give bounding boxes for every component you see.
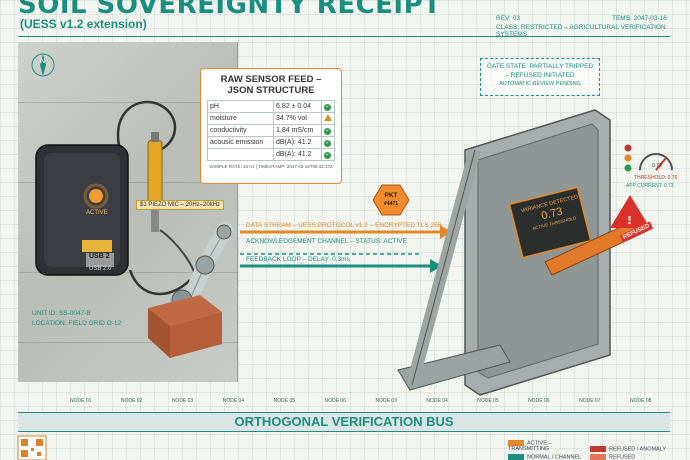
legend-swatch — [590, 446, 606, 452]
legend-label: ACTIVE – TRANSMITTING — [508, 440, 552, 453]
threshold-label: THRESHOLD: 0.70 — [634, 175, 678, 181]
legend-label: REFUSED — [609, 454, 636, 460]
legend-swatch — [508, 440, 524, 446]
sensor-panel-title: RAW SENSOR FEED – JSON STRUCTURE — [220, 74, 322, 96]
classification-label: CLASS: RESTRICTED – AGRICULTURAL VERIFIC… — [496, 24, 666, 38]
compass-icon: N — [31, 53, 55, 77]
bus-node: NODE 08 — [630, 398, 652, 404]
unit-id-label: UNIT ID: SS-0047-B — [32, 310, 91, 317]
ack-channel-label: ACKNOWLEDGEMENT CHANNEL – STATUS: ACTIVE — [246, 238, 407, 245]
check-icon: ✓ — [324, 127, 331, 135]
packet-badge: PKT #4471 — [384, 192, 398, 207]
svg-text:N: N — [40, 57, 45, 65]
sensor-key: moisture — [206, 112, 275, 125]
usb-version-label: USB 2.0 — [89, 266, 112, 272]
svg-text:!: ! — [627, 214, 632, 227]
page-title: SOIL SOVEREIGNTY RECEIPT — [18, 0, 442, 20]
sensor-tag-label: $1 PIEZO MIC – 20Hz–20kHz — [136, 200, 225, 210]
gauge-value: 0.73 — [652, 163, 662, 169]
date-label: TEMS: 2047-03-16 — [612, 15, 667, 22]
gate-state-box: GATE STATE: PARTIALLY TRIPPED – REFUSED … — [480, 58, 600, 96]
check-icon: ✓ — [324, 139, 331, 147]
bus-node: NODE 03 — [375, 398, 397, 404]
sensor-key: pH — [206, 100, 275, 113]
sensor-key: acousic emission — [206, 136, 275, 149]
usb-port-label: USB 2 — [89, 253, 110, 260]
sensor-key — [206, 148, 275, 161]
warning-icon — [324, 114, 332, 121]
verification-bus: ORTHOGONAL VERIFICATION BUS — [18, 412, 670, 432]
legend-item: ACTIVE – TRANSMITTING — [508, 440, 590, 452]
revision-label: REV: 03 — [496, 15, 520, 22]
sensor-value: 6.82 ± 0.04 — [273, 100, 322, 113]
bus-node: NODE 04 — [222, 398, 245, 404]
legend-label: NORMAL / CHANNEL — [527, 454, 582, 460]
check-icon: ✓ — [324, 151, 331, 159]
device-status-label: ACTIVE — [86, 210, 108, 216]
sensor-value: 1.84 mS/cm — [273, 124, 322, 137]
legend: ACTIVE – TRANSMITTING REFUSED / ANOMALY NO… — [508, 440, 678, 460]
check-icon: ✓ — [324, 103, 331, 111]
sensor-value: 34.7% vol — [273, 112, 322, 125]
feedback-loop-label: FEEDBACK LOOP – DELAY: 0.3ms — [246, 256, 350, 263]
sensor-panel-footer: SAMPLE RATE: 10 Hz | TIMESTAMP: 2047-03-… — [209, 164, 333, 169]
header-rule — [18, 36, 670, 37]
bus-node: NODE 01 — [70, 398, 92, 404]
page-subtitle: (UESS v1.2 extension) — [20, 17, 147, 31]
legend-item: REFUSED — [590, 454, 672, 460]
bus-node: NODE 02 — [120, 398, 143, 404]
bus-node: NODE 05 — [273, 398, 296, 404]
legend-swatch — [590, 454, 606, 460]
location-label: LOCATION: FIELD GRID O-12 — [32, 320, 122, 327]
bus-node: NODE 06 — [324, 398, 346, 404]
bus-node: NODE 05 — [477, 398, 499, 404]
sensor-value: dB(A): 41.2 — [273, 148, 322, 161]
bus-node: NODE 07 — [579, 398, 601, 404]
sensor-key: conductivity — [206, 124, 275, 137]
sensor-row: dB(A): 41.2✓ — [206, 148, 335, 161]
bus-node: NODE 04 — [426, 398, 448, 404]
legend-label: REFUSED / ANOMALY — [609, 446, 667, 453]
data-stream-label: DATA STREAM – UESS PROTOCOL v1.2 – ENCRY… — [246, 222, 442, 229]
bus-node: NODE 03 — [171, 398, 194, 404]
legend-item: NORMAL / CHANNEL — [508, 454, 590, 460]
current-value-label: APP CURRENT: 0.73 — [626, 183, 674, 189]
sensor-value: dB(A): 41.2 — [273, 136, 322, 149]
legend-swatch — [508, 454, 524, 460]
legend-item: REFUSED / ANOMALY — [590, 446, 672, 452]
bus-node: NODE 06 — [528, 398, 550, 404]
